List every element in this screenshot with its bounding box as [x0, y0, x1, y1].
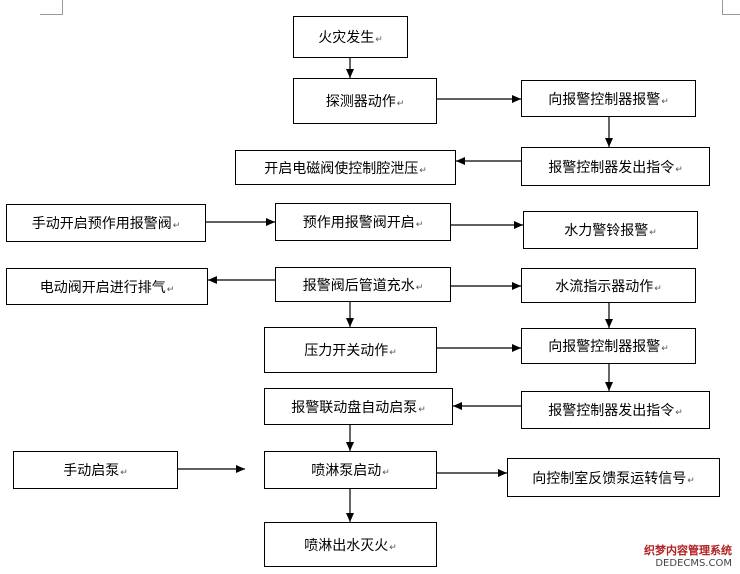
- node-linkage-pump: 报警联动盘自动启泵↵: [264, 388, 453, 425]
- node-preaction-open: 预作用报警阀开启↵: [275, 203, 451, 241]
- node-controller-command-1: 报警控制器发出指令↵: [521, 147, 710, 186]
- node-pressure-switch: 压力开关动作↵: [264, 327, 437, 373]
- paragraph-mark: ↵: [661, 96, 669, 107]
- paragraph-mark: ↵: [419, 165, 427, 176]
- node-flow-indicator: 水流指示器动作↵: [521, 268, 696, 303]
- paragraph-mark: ↵: [649, 228, 657, 238]
- corner-mark-left: [40, 0, 63, 15]
- paragraph-mark: ↵: [389, 542, 397, 553]
- node-manual-pump: 手动启泵↵: [13, 451, 178, 489]
- node-extinguish: 喷淋出水灭火↵: [264, 522, 437, 567]
- node-feedback: 向控制室反馈泵运转信号↵: [507, 458, 720, 497]
- paragraph-mark: ↵: [654, 283, 662, 294]
- watermark-line2: DEDECMS.COM: [655, 558, 732, 569]
- paragraph-mark: ↵: [382, 468, 390, 478]
- paragraph-mark: ↵: [389, 348, 397, 358]
- paragraph-mark: ↵: [675, 408, 683, 418]
- node-alarm-controller-1: 向报警控制器报警↵: [521, 80, 696, 117]
- watermark-line1: 织梦内容管理系统: [644, 544, 732, 557]
- paragraph-mark: ↵: [120, 468, 128, 478]
- node-electric-exhaust: 电动阀开启进行排气↵: [6, 268, 208, 305]
- paragraph-mark: ↵: [675, 164, 683, 175]
- paragraph-mark: ↵: [687, 475, 695, 486]
- node-pipe-fill: 报警阀后管道充水↵: [275, 267, 451, 302]
- corner-mark-right: [722, 0, 740, 15]
- paragraph-mark: ↵: [661, 344, 669, 354]
- paragraph-mark: ↵: [418, 404, 426, 415]
- node-pump-start: 喷淋泵启动↵: [264, 451, 437, 489]
- paragraph-mark: ↵: [396, 99, 405, 109]
- watermark: 织梦内容管理系统 DEDECMS.COM: [644, 544, 732, 570]
- node-fire: 火灾发生↵: [293, 16, 408, 58]
- paragraph-mark: ↵: [415, 220, 424, 230]
- paragraph-mark: ↵: [166, 284, 175, 295]
- node-detector: 探测器动作↵: [293, 78, 437, 124]
- node-open-solenoid: 开启电磁阀使控制腔泄压↵: [235, 150, 456, 185]
- paragraph-mark: ↵: [172, 221, 181, 231]
- node-controller-command-2: 报警控制器发出指令↵: [521, 391, 710, 429]
- node-alarm-controller-2: 向报警控制器报警↵: [521, 328, 696, 364]
- paragraph-mark: ↵: [375, 35, 383, 45]
- node-water-bell: 水力警铃报警↵: [523, 211, 698, 249]
- node-manual-preaction: 手动开启预作用报警阀↵: [6, 204, 206, 242]
- paragraph-mark: ↵: [415, 282, 424, 293]
